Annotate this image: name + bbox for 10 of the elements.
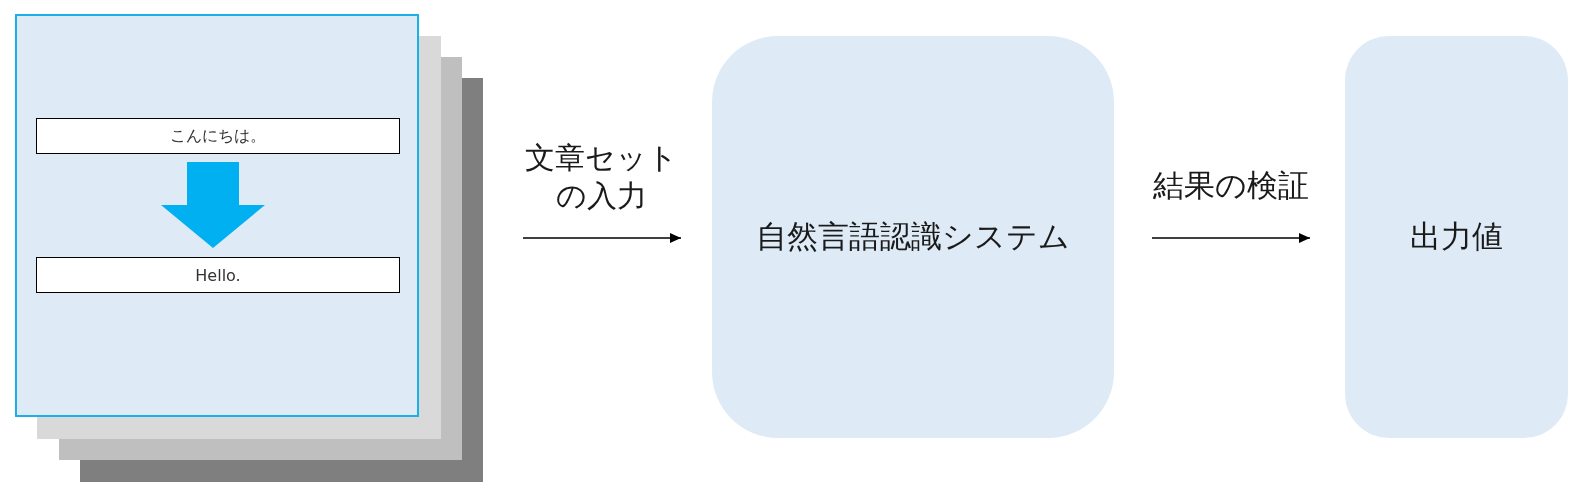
process-box: 自然言語認識システム (712, 36, 1114, 438)
document-stack (15, 14, 483, 482)
text-box: こんにちは。 (36, 118, 400, 154)
text-box: Hello. (36, 257, 400, 293)
block-arrow (161, 162, 265, 248)
output-box: 出力値 (1345, 36, 1568, 438)
edge-label: 文章セットの入力 (523, 139, 679, 215)
edge-label: 結果の検証 (1152, 166, 1310, 205)
arrow (1151, 233, 1311, 243)
arrow (522, 233, 682, 243)
